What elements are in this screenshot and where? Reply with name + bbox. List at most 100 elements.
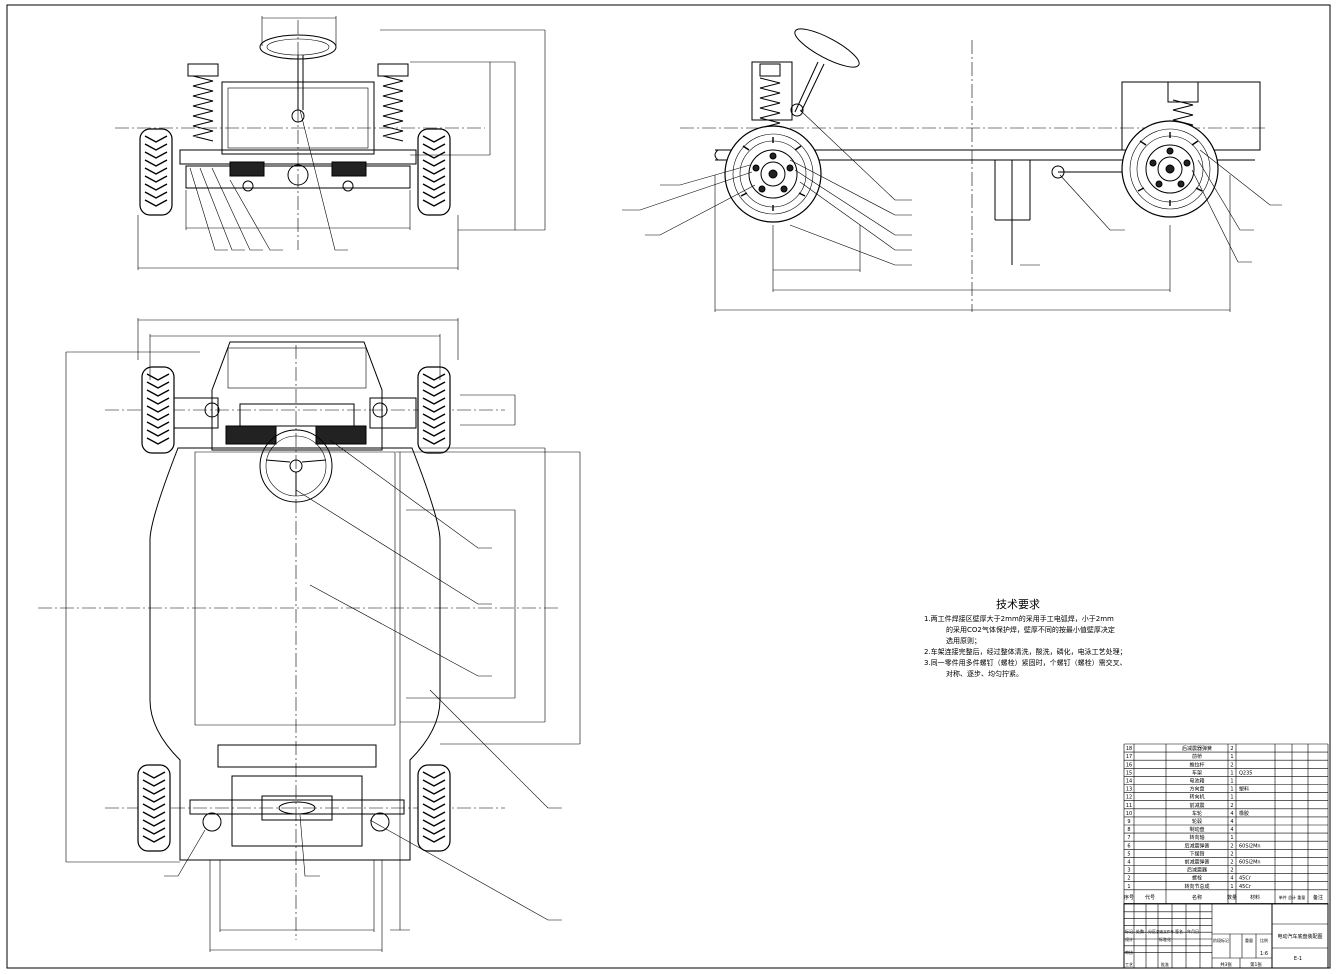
tb-scale: 1:6 — [1260, 951, 1268, 957]
bom-row-qty: 4 — [1230, 827, 1233, 833]
tb-count: 处数 — [1136, 928, 1144, 934]
bom-row-name: 前减震弹簧 — [1184, 859, 1209, 866]
bom-row-no: 10 — [1126, 811, 1132, 817]
bom-row-no: 4 — [1127, 860, 1130, 866]
tb-sheet-no: 第1张 — [1250, 961, 1262, 968]
bom-row-name: 车轮 — [1192, 810, 1202, 817]
bom-header-material: 材料 — [1250, 894, 1260, 901]
bom-row-no: 8 — [1127, 827, 1130, 833]
bom-row-name: 转向机 — [1189, 794, 1204, 801]
bom-row-no: 6 — [1127, 843, 1130, 849]
tech-line-5: 3.同一零件用多件螺钉（螺栓）紧固时，个螺钉（螺栓）需交叉、 — [924, 659, 1127, 667]
bom-row-no: 9 — [1127, 819, 1130, 825]
bom-row-name: 制动盘 — [1189, 826, 1204, 833]
bom-row-no: 17 — [1126, 754, 1132, 760]
tb-approve: 批准 — [1161, 961, 1169, 967]
tb-drawing-title: 电动汽车底盘装配图 — [1277, 933, 1322, 940]
tech-line-3: 选用原则； — [946, 637, 981, 645]
bom-row-no: 15 — [1126, 770, 1132, 776]
bom-header-no: 序号 — [1124, 894, 1134, 901]
tech-line-4: 2.车架连接完整后，经过整体清洗，酸洗，磷化，电泳工艺处理； — [924, 648, 1127, 656]
bom-row-name: 后减震器弹簧 — [1182, 745, 1212, 752]
bom-header-qty: 数量 — [1227, 894, 1237, 901]
bom-row-qty: 2 — [1230, 868, 1233, 874]
tech-line-1: 1.两工件焊接区壁厚大于2mm的采用手工电弧焊，小于2mm — [924, 615, 1114, 623]
bom-row-qty: 1 — [1230, 779, 1233, 785]
bom-row-qty: 1 — [1230, 835, 1233, 841]
bom-row-no: 1 — [1127, 884, 1130, 890]
tb-zone: 分区 — [1148, 928, 1156, 934]
bom-row-no: 12 — [1126, 795, 1132, 801]
tb-scale-label: 比例 — [1260, 937, 1268, 943]
bom-row-material: 45Cr — [1239, 884, 1252, 890]
bom-row-name: 推拉杆 — [1189, 761, 1204, 768]
bom-row-name: 转向节总成 — [1184, 883, 1209, 890]
bom-row-name: 车架 — [1192, 769, 1202, 776]
bom-row-material: Q235 — [1239, 770, 1252, 776]
bom-row-qty: 2 — [1230, 746, 1233, 752]
tb-signature: 签名 — [1175, 928, 1183, 934]
tb-sheets: 共3张 — [1220, 961, 1232, 968]
tb-mark: 标记 — [1125, 928, 1133, 934]
top-view — [38, 318, 581, 952]
tb-standard: 标准化 — [1159, 936, 1171, 942]
tb-stage-label: 阶段标记 — [1213, 937, 1229, 943]
bom-row-qty: 4 — [1230, 876, 1233, 882]
bom-row-material: 塑料 — [1239, 786, 1249, 793]
tb-check: 审核 — [1125, 949, 1133, 955]
bom-row-name: 螺栓 — [1192, 875, 1202, 882]
bom-row-name: 方向盘 — [1189, 786, 1204, 793]
bom-header-code: 代号 — [1145, 894, 1155, 901]
side-view — [622, 28, 1282, 312]
bom-row-no: 14 — [1126, 779, 1132, 785]
bom-row-qty: 4 — [1230, 811, 1233, 817]
tb-date: 年月日 — [1187, 928, 1199, 934]
bom-row-qty: 4 — [1230, 819, 1233, 825]
bom-header-name: 名称 — [1192, 894, 1202, 901]
tech-line-6: 对称、逐步、均匀拧紧。 — [946, 670, 1023, 678]
front-view — [115, 16, 546, 270]
bom-header-remark: 备注 — [1313, 894, 1323, 901]
bom-row-name: 前减震 — [1189, 802, 1204, 809]
bom-row-qty: 2 — [1230, 843, 1233, 849]
bom-row-name: 前桥 — [1192, 753, 1202, 760]
tech-requirements-title: 技术要求 — [996, 598, 1040, 611]
bom-row-no: 16 — [1126, 762, 1132, 768]
bom-row-name: 转向轴 — [1189, 834, 1204, 841]
bom-row-no: 2 — [1127, 876, 1130, 882]
tech-requirements: 技术要求 1.两工件焊接区壁厚大于2mm的采用手工电弧焊，小于2mm 的采用CO… — [924, 596, 1184, 680]
tb-weight-label: 重量 — [1245, 937, 1253, 943]
tb-change-no: 更改文件号 — [1156, 929, 1174, 934]
bom-row-name: 下摆臂 — [1189, 850, 1204, 857]
bom-row-no: 13 — [1126, 787, 1132, 793]
bom-row-no: 11 — [1126, 803, 1132, 809]
bom-header-weight: 单件 总计 重量 — [1279, 894, 1306, 900]
bom-row-qty: 1 — [1230, 795, 1233, 801]
bom-row-material: 60Si2Mn — [1239, 860, 1261, 866]
bom-row-no: 18 — [1126, 746, 1132, 752]
bom-row-material: 橡胶 — [1239, 810, 1249, 817]
bom-row-qty: 2 — [1230, 851, 1233, 857]
bom-row-material: 45Cr — [1239, 876, 1252, 882]
bom-row-qty: 2 — [1230, 860, 1233, 866]
bom-row-name: 轮毂 — [1192, 818, 1202, 825]
bom-row-no: 7 — [1127, 835, 1130, 841]
bom-row-name: 后减震弹簧 — [1184, 842, 1209, 849]
bom-row-qty: 2 — [1230, 803, 1233, 809]
bom-row-no: 3 — [1127, 868, 1130, 874]
bom-row-qty: 1 — [1230, 787, 1233, 793]
tech-line-2: 的采用CO2气体保护焊，壁厚不同的按最小值壁厚决定 — [946, 626, 1115, 634]
bom-row-no: 5 — [1127, 851, 1130, 857]
bom-row-qty: 1 — [1230, 770, 1233, 776]
bom-row-qty: 1 — [1230, 884, 1233, 890]
tb-process: 工艺 — [1125, 962, 1133, 967]
bom-row-name: 后减震器 — [1187, 867, 1207, 874]
bom-row-name: 电池箱 — [1189, 778, 1204, 785]
bom-row-material: 60Si2Mn — [1239, 843, 1261, 849]
tb-design: 设计 — [1125, 936, 1133, 942]
bom-row-qty: 2 — [1230, 762, 1233, 768]
title-block: 标记处数分区更改文件号签名年月日设计 标准化审核工艺 批准 阶段标记 重量 比例 1:6 共3… — [1123, 903, 1329, 969]
drawing-border — [6, 4, 1331, 969]
